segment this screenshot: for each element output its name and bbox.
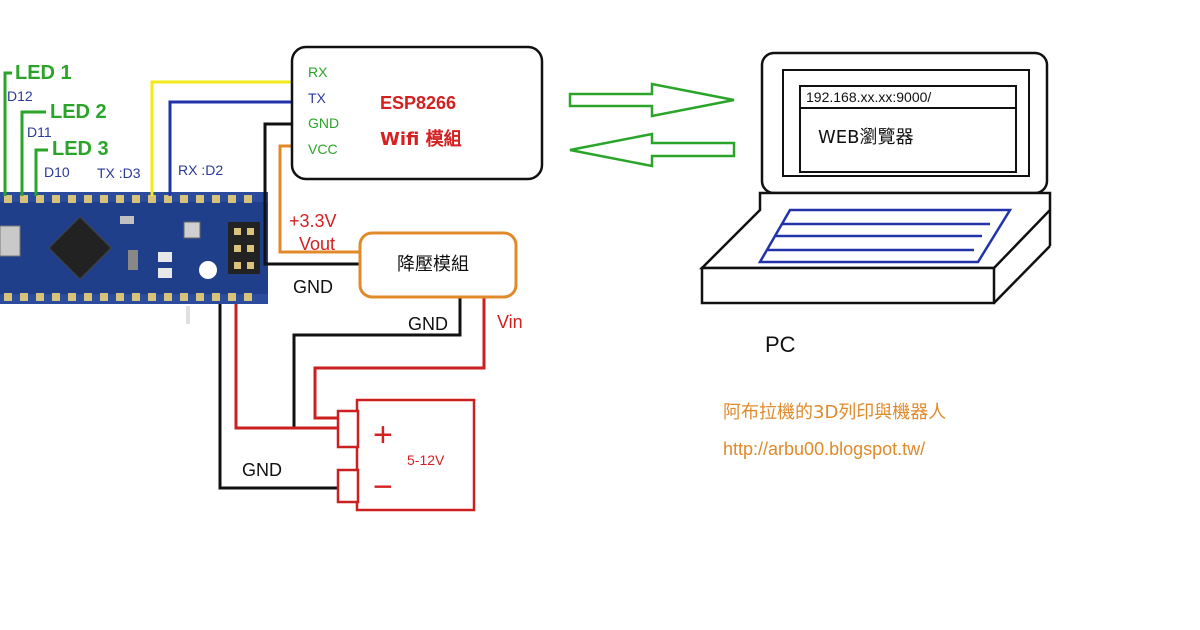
esp-pin-rx: RX <box>308 64 328 80</box>
browser-label: WEB瀏覽器 <box>818 127 914 148</box>
esp-name: ESP8266 <box>380 93 456 113</box>
arduino-gnd-wire <box>218 304 340 490</box>
esp-pin-vcc: VCC <box>308 141 338 157</box>
tx-pin-label: TX :D3 <box>97 165 141 181</box>
vin-wire-regulator <box>313 298 486 420</box>
led1-pin: D12 <box>7 88 33 104</box>
battery-voltage: 5-12V <box>407 452 445 468</box>
battery-gnd-label: GND <box>242 460 282 480</box>
esp-pin-gnd: GND <box>308 115 339 131</box>
led1-label: LED 1 <box>15 62 72 84</box>
credit-title: 阿布拉機的3D列印與機器人 <box>723 402 946 423</box>
led2-label: LED 2 <box>50 101 107 123</box>
blue-wire <box>168 100 294 196</box>
regulator-gnd-left: GND <box>293 277 333 297</box>
laptop <box>698 51 1052 305</box>
battery-plus: + <box>373 416 393 454</box>
arduino-vin-wire <box>234 304 340 430</box>
rx-pin-label: RX :D2 <box>178 162 223 178</box>
regulator-vin: Vin <box>497 312 523 332</box>
regulator-module <box>358 231 518 299</box>
gnd-wire-esp <box>263 122 362 266</box>
logo-mark <box>199 261 217 279</box>
led2-pin: D11 <box>27 124 52 140</box>
battery-minus: − <box>373 468 393 506</box>
arrow-left <box>569 132 736 168</box>
power-supply <box>336 398 476 512</box>
regulator-name: 降壓模組 <box>397 254 469 275</box>
yellow-wire <box>150 80 294 196</box>
browser-url: 192.168.xx.xx:9000/ <box>806 89 931 105</box>
arduino-nano-board <box>0 192 268 324</box>
icsp-header <box>228 222 260 274</box>
pc-caption: PC <box>765 332 796 357</box>
esp-subtitle: Wifi 模組 <box>380 128 462 150</box>
vcc-wire <box>278 144 362 254</box>
regulator-out-label: Vout <box>299 234 335 254</box>
usb-connector <box>0 225 21 257</box>
led-wires <box>3 71 48 196</box>
esp8266-module <box>290 45 544 181</box>
regulator-out-voltage: +3.3V <box>289 211 337 231</box>
regulator-gnd-bottom: GND <box>408 314 448 334</box>
esp-pin-tx: TX <box>308 90 327 106</box>
led3-pin: D10 <box>44 164 70 180</box>
credit-url: http://arbu00.blogspot.tw/ <box>723 439 925 459</box>
atmega-chip <box>48 216 112 280</box>
arrow-right <box>568 82 735 118</box>
led3-label: LED 3 <box>52 138 109 160</box>
